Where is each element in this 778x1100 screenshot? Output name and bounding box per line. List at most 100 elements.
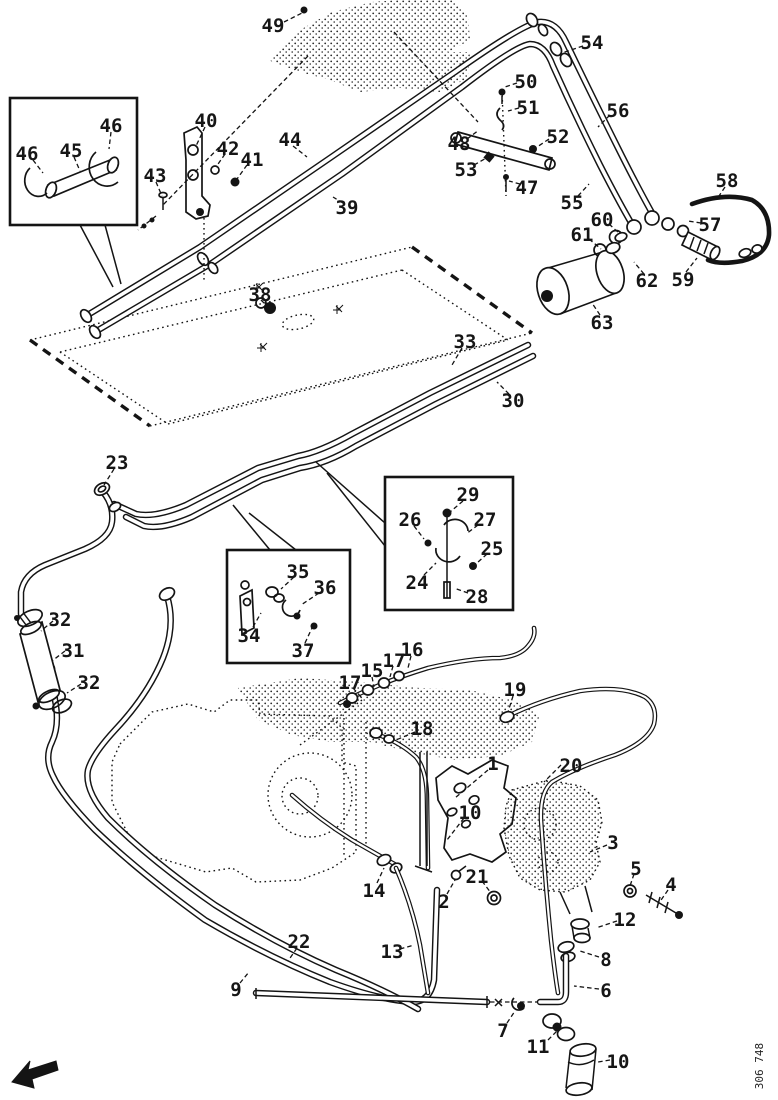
hose-14-curve [289, 792, 403, 874]
leader-line [591, 302, 601, 316]
leader-line [573, 985, 600, 990]
canister-10 [565, 1042, 597, 1097]
leader-line [543, 764, 562, 783]
clamp-46-right [88, 151, 119, 187]
bolt-50 [498, 88, 506, 96]
inset-2-contents [232, 504, 318, 636]
leader-line [449, 500, 464, 513]
platform-hidden-frame [29, 245, 533, 428]
part-label-46: 46 [100, 115, 123, 137]
part-label-37: 37 [292, 640, 315, 662]
nut-52 [529, 145, 537, 153]
screw-53 [483, 151, 495, 163]
bracket-34 [239, 588, 255, 636]
pump-hardware [450, 865, 683, 919]
part-label-60: 60 [591, 209, 614, 231]
bracket-1 [414, 752, 517, 873]
fitting-38 [255, 297, 276, 314]
leader-line [195, 126, 206, 147]
part-label-32: 32 [49, 609, 72, 631]
part-label-23: 23 [106, 452, 129, 474]
leader-line [506, 1010, 516, 1024]
leader-line [465, 524, 479, 535]
leader-line [608, 223, 621, 235]
leader-line [287, 947, 298, 962]
part-label-62: 62 [636, 270, 659, 292]
fitting-54 [525, 12, 573, 68]
washer-5 [623, 884, 637, 898]
part-label-57: 57 [699, 214, 722, 236]
elbow-11 [542, 1013, 576, 1042]
hose-23-31-22-loop [17, 488, 441, 1006]
leader-line [588, 238, 602, 250]
leader-line [66, 683, 82, 694]
leader-line [597, 1059, 611, 1063]
part-label-32: 32 [78, 672, 101, 694]
leader-line [51, 650, 66, 662]
part-label-17: 17 [383, 650, 406, 672]
inset-3-contents [315, 461, 477, 599]
part-label-63: 63 [591, 312, 614, 334]
leader-line [658, 889, 669, 904]
nut-26 [424, 539, 432, 547]
fitting-14 [376, 853, 392, 867]
hose-end-fittings [79, 251, 219, 602]
part-label-3: 3 [607, 832, 618, 854]
leader-line [371, 676, 375, 688]
direction-arrow [11, 1060, 59, 1089]
leader-line [236, 164, 248, 180]
leader-line [446, 879, 456, 895]
inset-box-1 [8, 96, 139, 227]
plate-48-bolts [450, 88, 556, 197]
leader-line [589, 844, 608, 853]
leader-line [260, 299, 267, 306]
leader-line [239, 971, 250, 984]
leader-line [547, 1030, 558, 1041]
leader-line [304, 627, 313, 644]
clamp-24 [435, 547, 461, 563]
fitting-59 [680, 230, 721, 262]
part-label-48: 48 [448, 133, 471, 155]
part-label-13: 13 [381, 941, 404, 963]
part-label-4: 4 [665, 874, 676, 896]
part-label-36: 36 [314, 577, 337, 599]
part-label-44: 44 [279, 129, 302, 151]
leader-line [536, 138, 550, 148]
grommet-35 [265, 586, 279, 598]
leader-line [633, 261, 645, 275]
part-label-10: 10 [459, 802, 482, 824]
part-label-9: 9 [230, 979, 241, 1001]
part-label-17: 17 [339, 672, 362, 694]
clamp-27 [443, 518, 469, 532]
part-label-26: 26 [399, 509, 422, 531]
fitting-23 [93, 481, 111, 497]
leader-line [252, 612, 262, 628]
leader-line [504, 82, 518, 88]
inset-box-2 [225, 548, 352, 665]
canister-62-63 [536, 231, 628, 316]
part-label-7: 7 [497, 1020, 508, 1042]
leader-line [32, 159, 44, 174]
part-label-49: 49 [262, 15, 285, 37]
bolt-49 [300, 6, 308, 14]
clamp-46-left [23, 167, 48, 198]
hose-16 [337, 625, 537, 708]
part-label-5: 5 [630, 858, 641, 880]
part-label-61: 61 [571, 224, 594, 246]
part-label-50: 50 [515, 71, 538, 93]
pin-45 [46, 158, 118, 198]
leader-line [40, 620, 54, 632]
leader-line [395, 731, 416, 741]
pipes-33-30 [110, 341, 537, 531]
part-label-39: 39 [336, 197, 359, 219]
fitting-19 [499, 710, 515, 724]
hose-58-loop [689, 194, 772, 266]
leader-line [399, 944, 415, 950]
leader-line [561, 45, 584, 54]
part-label-22: 22 [288, 931, 311, 953]
inset-box-3 [383, 475, 515, 612]
leader-line [629, 873, 635, 887]
inset-boxes [8, 96, 515, 665]
leader-line [376, 867, 385, 884]
